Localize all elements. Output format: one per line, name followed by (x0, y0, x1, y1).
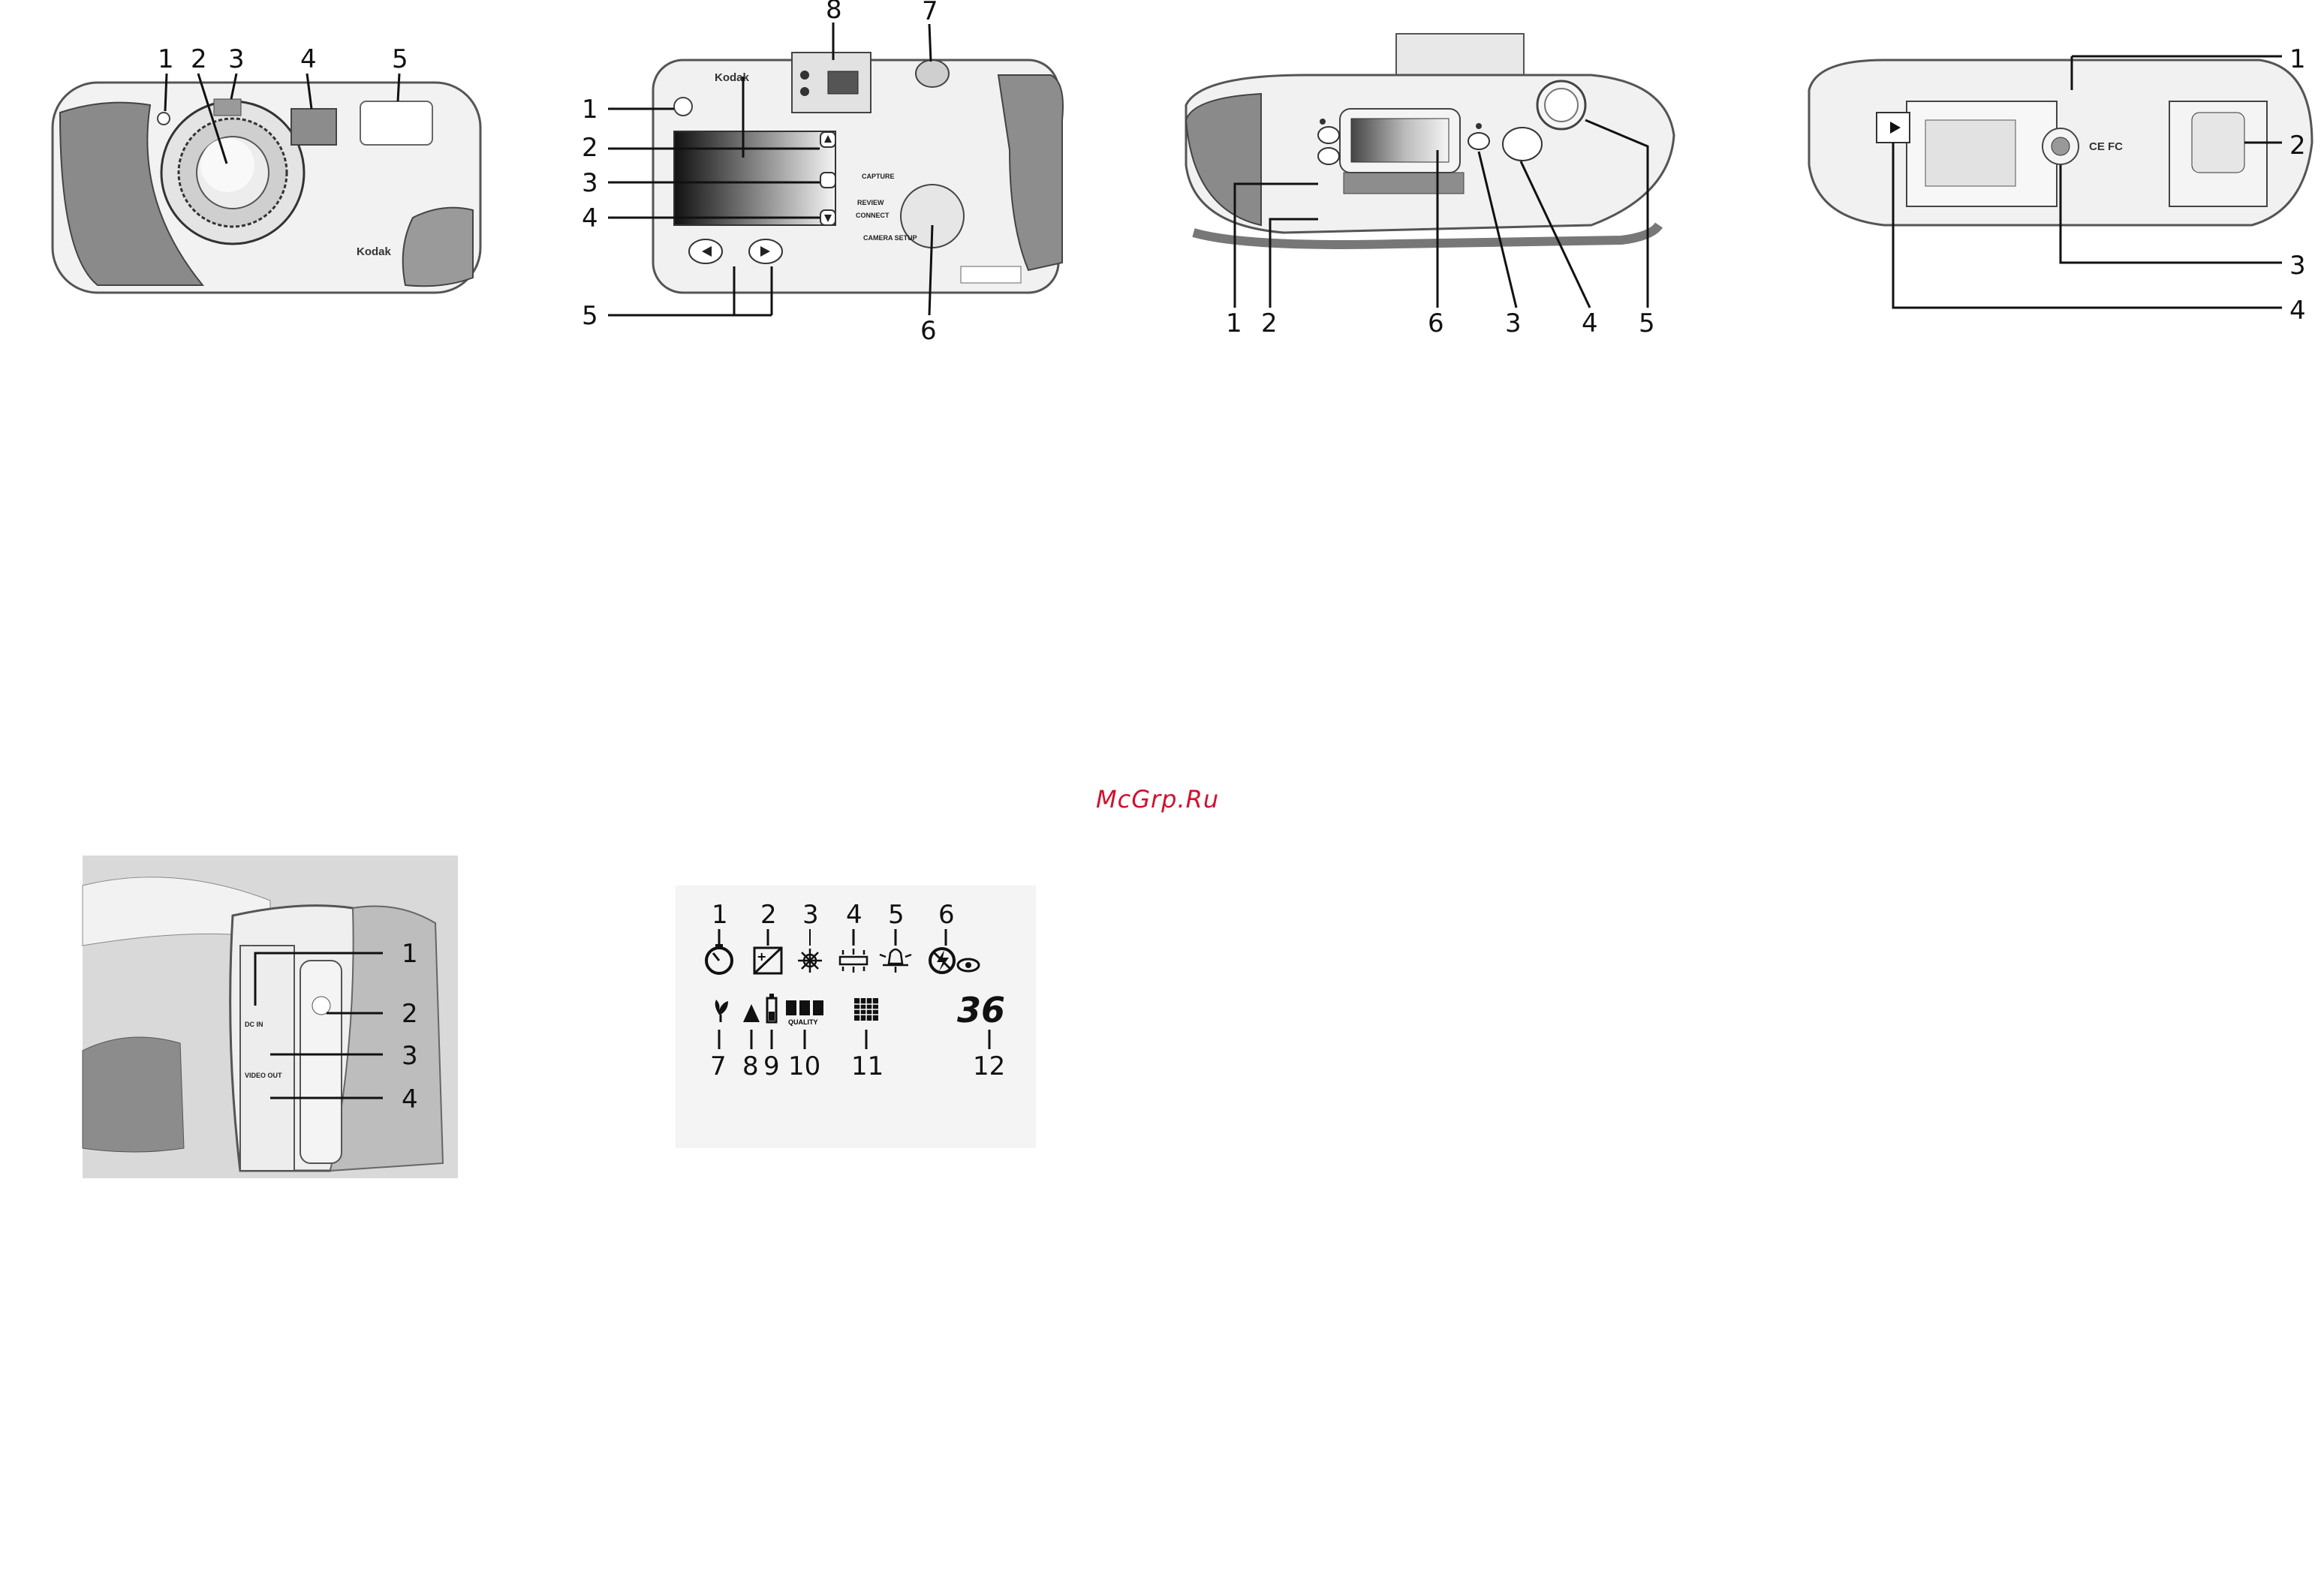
side-callout-2: 2 (402, 999, 418, 1029)
bottom-callout-2: 2 (2289, 131, 2306, 161)
lcd-callout-10: 10 (788, 1051, 820, 1081)
bottom-callout-4: 4 (2289, 296, 2306, 326)
side-callout-4: 4 (402, 1084, 418, 1114)
bottom-ce-fc-mark: CE FC (2089, 140, 2123, 153)
back-callout-1: 1 (582, 95, 598, 125)
back-callout-4: 4 (582, 203, 598, 233)
lcd-callout-5: 5 (888, 900, 905, 930)
back-callout-5: 5 (582, 301, 598, 331)
back-callout-2: 2 (582, 133, 598, 163)
top-callout-4: 4 (1582, 308, 1598, 338)
back-callout-3: 3 (582, 168, 598, 198)
figure-camera-bottom: CE FC 1 2 3 4 (1794, 30, 2319, 345)
lcd-callout-4: 4 (846, 900, 862, 930)
svg-text:+: + (757, 949, 766, 964)
figure-camera-back: Kodak CAPTURE REVIEW CONNECT CAMERA SETU… (578, 0, 1088, 353)
lcd-callout-11: 11 (851, 1051, 884, 1081)
side-callout-1: 1 (402, 939, 418, 969)
side-label-dc-in: DC IN (245, 1021, 263, 1028)
quality-label: QUALITY (788, 1018, 818, 1026)
lcd-callout-1: 1 (712, 900, 728, 930)
back-callout-7: 7 (922, 0, 938, 26)
front-callout-3: 3 (228, 44, 245, 74)
front-callout-5: 5 (392, 44, 408, 74)
watermark-text: McGrp.Ru (1096, 785, 1219, 814)
dial-label-camera-setup: CAMERA SETUP (863, 234, 917, 242)
top-callout-5: 5 (1639, 308, 1655, 338)
dial-label-review: REVIEW (857, 199, 884, 206)
lcd-callout-12: 12 (973, 1051, 1005, 1081)
front-brand: Kodak (357, 245, 392, 258)
lcd-callout-2: 2 (760, 900, 777, 930)
back-callout-6: 6 (920, 316, 937, 346)
side-label-video-out: VIDEO OUT (245, 1072, 282, 1079)
dial-label-capture: CAPTURE (862, 173, 895, 180)
top-callout-3: 3 (1505, 308, 1522, 338)
side-callout-3: 3 (402, 1041, 418, 1071)
front-callout-2: 2 (191, 44, 207, 74)
back-callout-8: 8 (826, 0, 842, 25)
lcd-callout-8: 8 (742, 1051, 759, 1081)
top-callout-6: 6 (1428, 308, 1444, 338)
bottom-callout-3: 3 (2289, 251, 2306, 281)
top-callout-1: 1 (1226, 308, 1242, 338)
top-callout-2: 2 (1261, 308, 1278, 338)
lcd-callout-3: 3 (802, 900, 819, 930)
lcd-callout-7: 7 (710, 1051, 727, 1081)
lcd-callout-6: 6 (938, 900, 955, 930)
figure-camera-front: Kodak 1 2 3 4 5 (53, 30, 503, 315)
front-callout-4: 4 (300, 44, 317, 74)
frame-count: 36 (957, 990, 1005, 1030)
figure-camera-top: 1 2 3 4 5 6 (1171, 23, 1696, 338)
front-callout-1: 1 (158, 44, 174, 74)
lcd-callout-9: 9 (763, 1051, 780, 1081)
figure-status-lcd: 1 2 3 4 5 6 + (676, 886, 1051, 1163)
bottom-callout-1: 1 (2289, 44, 2306, 74)
back-brand: Kodak (715, 71, 750, 84)
figure-camera-side: DC IN VIDEO OUT 1 2 3 4 (83, 856, 473, 1178)
dial-label-connect: CONNECT (856, 212, 890, 219)
resolution-icon (854, 998, 878, 1021)
